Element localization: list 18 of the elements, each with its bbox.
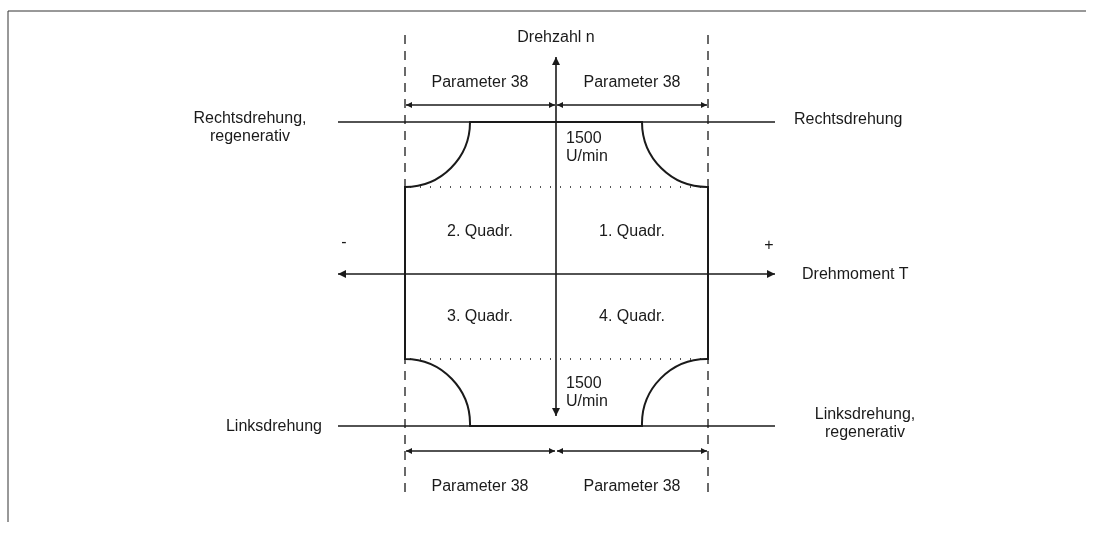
dimension-label: Parameter 38 bbox=[582, 477, 682, 495]
speed-value: 1500 U/min bbox=[566, 374, 609, 410]
axis-label: Drehzahl n bbox=[516, 28, 596, 46]
dimension-label: Parameter 38 bbox=[430, 477, 530, 495]
sign-label: + bbox=[763, 236, 775, 254]
curve-label: Rechtsdrehung, regenerativ bbox=[192, 109, 308, 145]
sign-label: - bbox=[340, 233, 348, 251]
axis-label: Drehmoment T bbox=[802, 265, 910, 283]
speed-value: 1500 U/min bbox=[566, 129, 609, 165]
curve-label: Rechtsdrehung bbox=[794, 110, 904, 128]
curve-label: Linksdrehung bbox=[224, 417, 322, 435]
quadrant-label: 2. Quadr. bbox=[446, 222, 514, 240]
quadrant-label: 3. Quadr. bbox=[446, 307, 514, 325]
curve-label: Linksdrehung, regenerativ bbox=[813, 405, 917, 441]
dimension-label: Parameter 38 bbox=[430, 73, 530, 91]
quadrant-label: 4. Quadr. bbox=[598, 307, 666, 325]
dimension-label: Parameter 38 bbox=[582, 73, 682, 91]
quadrant-label: 1. Quadr. bbox=[598, 222, 666, 240]
